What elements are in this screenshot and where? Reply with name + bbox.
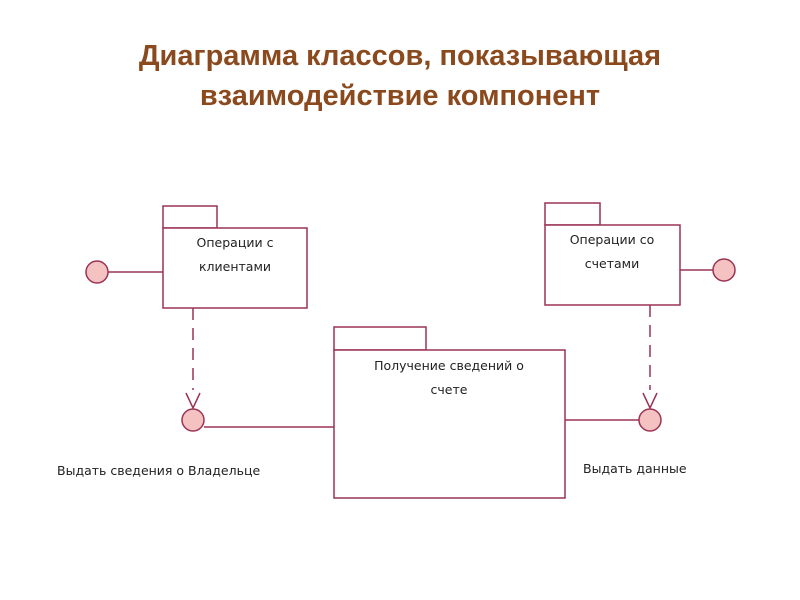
package-label: Операции со xyxy=(570,232,655,247)
arrow-head-icon xyxy=(185,392,201,410)
package-label: счете xyxy=(431,382,468,397)
package-label: клиентами xyxy=(199,259,271,274)
arrow-head-icon xyxy=(642,392,658,410)
package-client-ops[interactable] xyxy=(162,205,308,309)
interface-circle-icon[interactable] xyxy=(638,408,662,432)
package-label: счетами xyxy=(585,256,639,271)
package-account-info[interactable] xyxy=(333,326,566,499)
interface-circle-icon[interactable] xyxy=(181,408,205,432)
interface-label: Выдать сведения о Владельце xyxy=(57,463,260,478)
title-line-1: Диаграмма классов, показывающая xyxy=(138,40,662,72)
package-label: Получение сведений о xyxy=(374,358,524,373)
interface-circle-icon[interactable] xyxy=(85,260,109,284)
package-account-ops[interactable] xyxy=(544,202,681,306)
interface-label: Выдать данные xyxy=(583,461,687,476)
interface-circle-icon[interactable] xyxy=(712,258,736,282)
title-line-2: взаимодействие компонент xyxy=(199,80,601,112)
package-label: Операции с xyxy=(197,235,274,250)
page-title: Диаграмма классов, показывающая взаимоде… xyxy=(0,36,800,116)
